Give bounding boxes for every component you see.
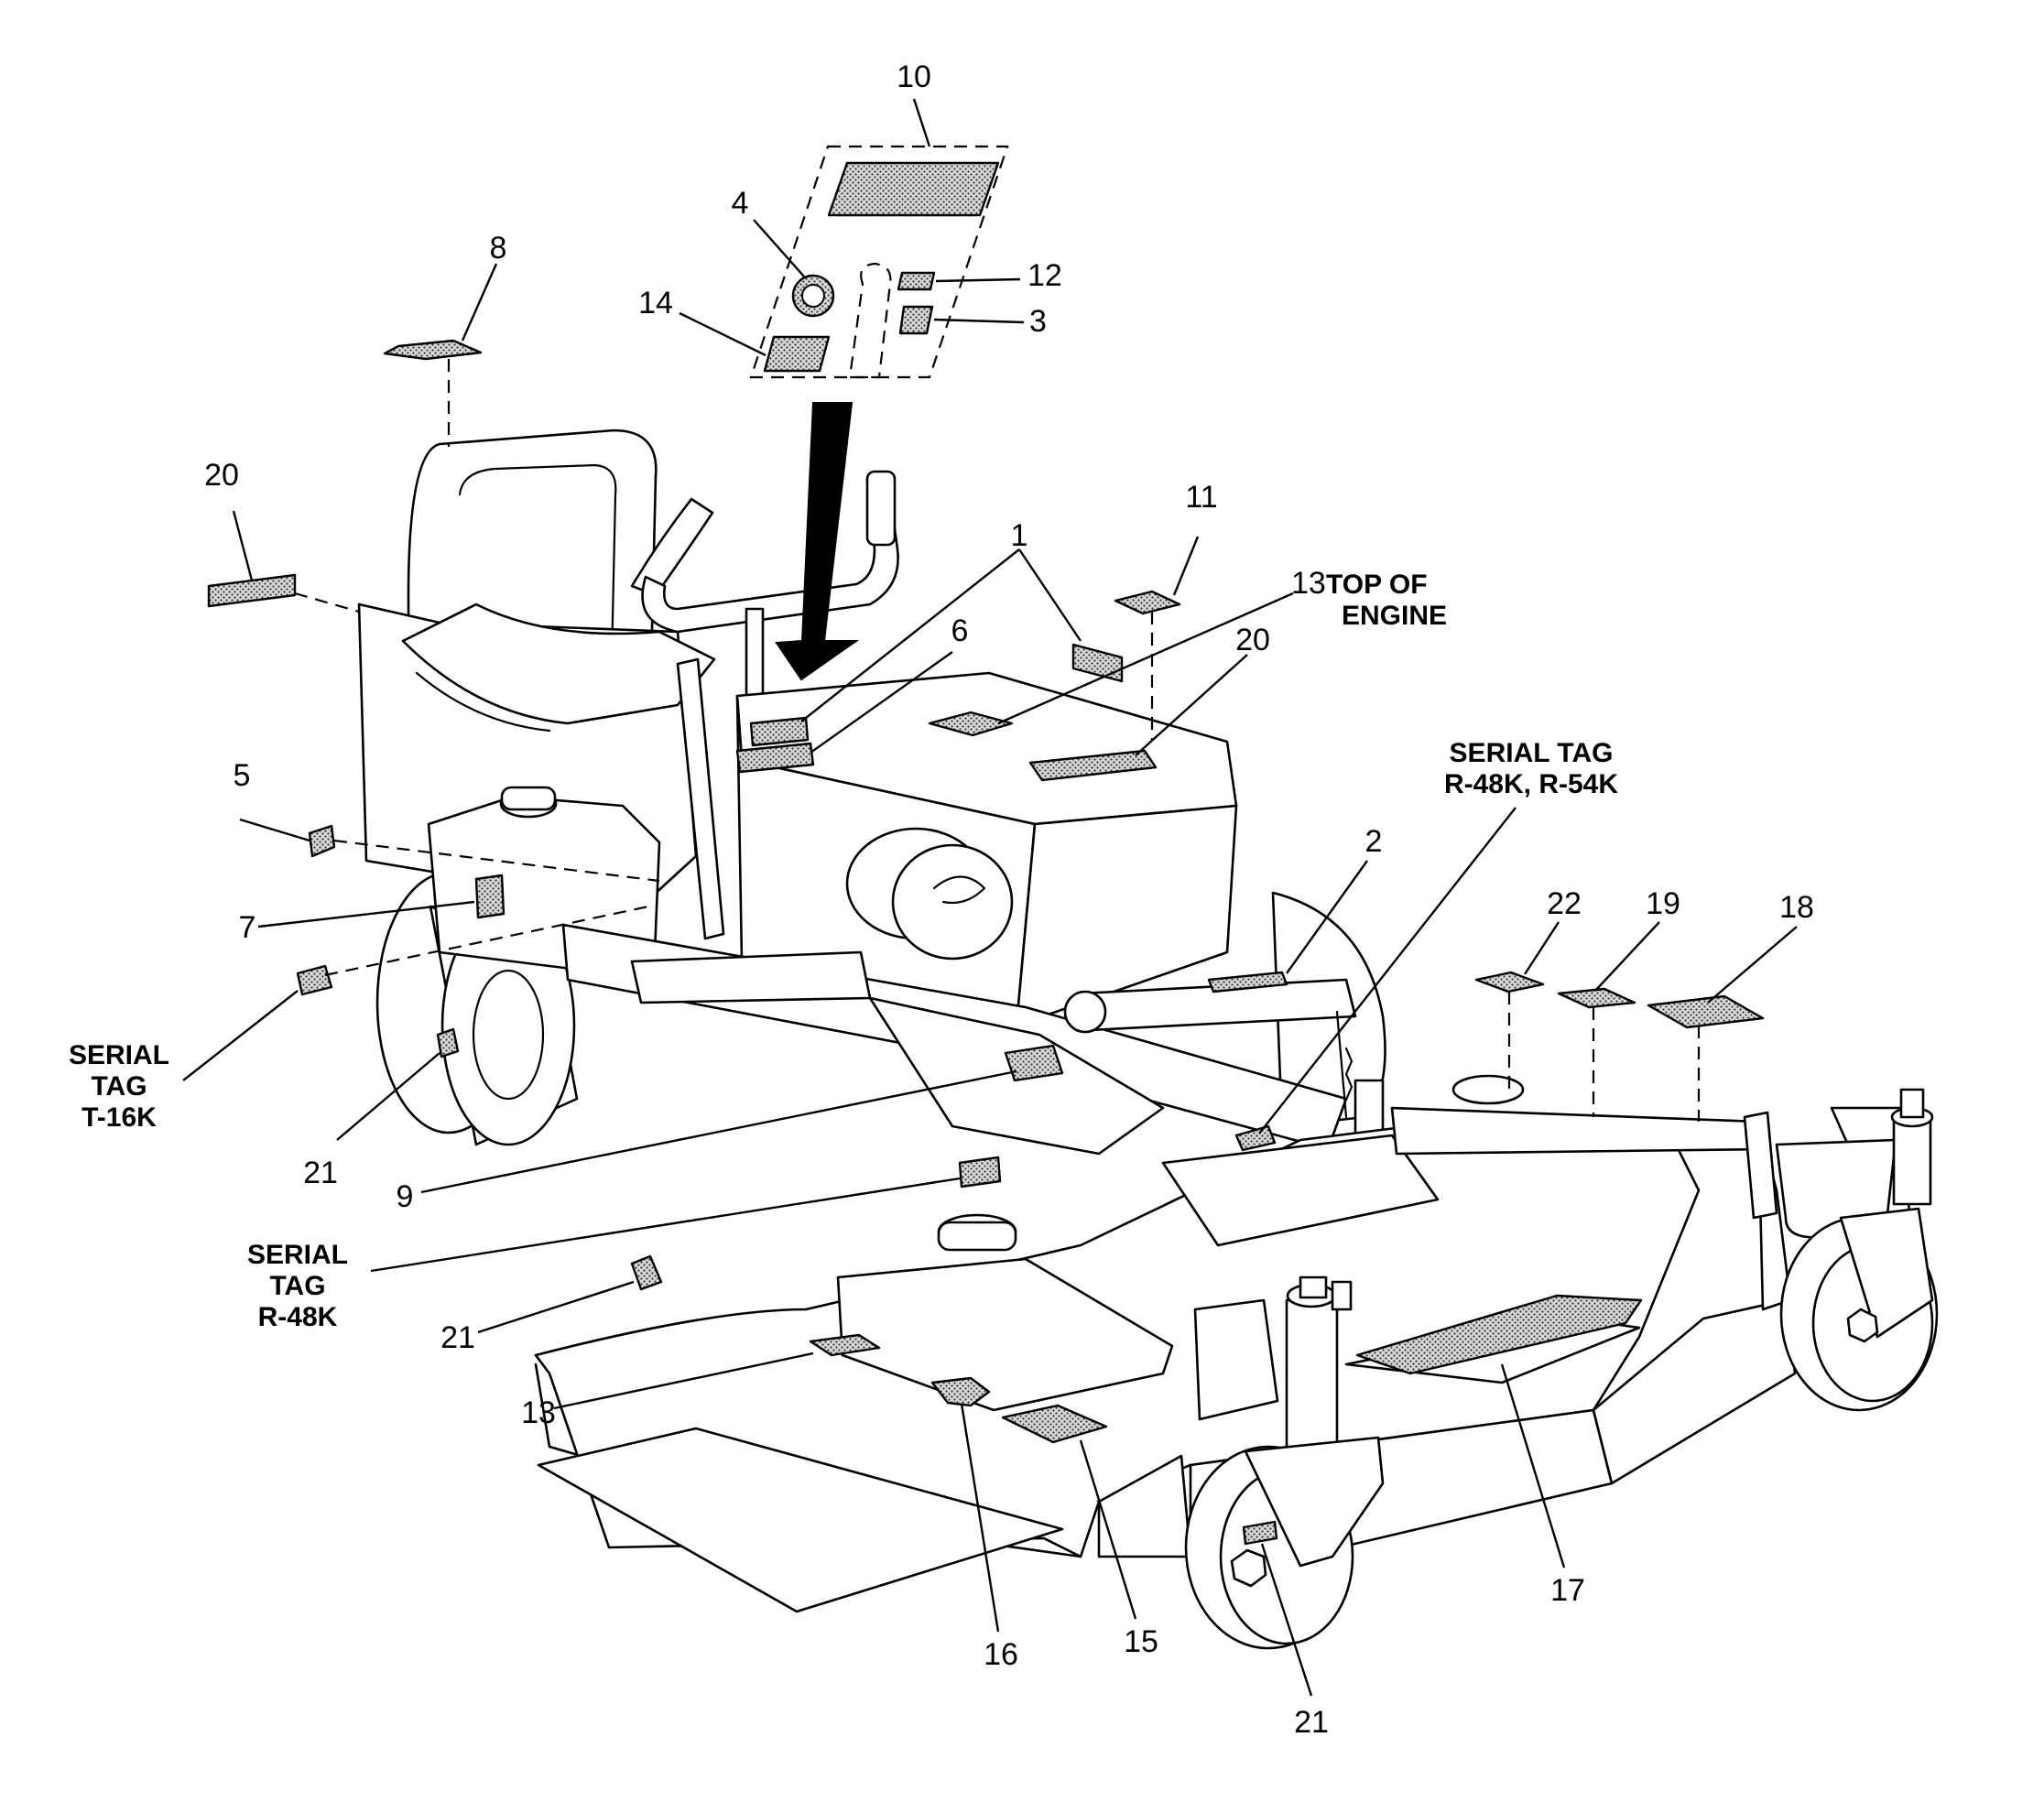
- callout-19: 19: [1646, 886, 1680, 921]
- front-left-caster-wheel: [1184, 1436, 1385, 1650]
- callout-16: 16: [984, 1637, 1018, 1672]
- callout-7: 7: [239, 910, 256, 945]
- decal-10: [827, 161, 1000, 217]
- callout-5: 5: [234, 758, 251, 793]
- callout-1: 1: [1011, 518, 1028, 553]
- decal-17: [1355, 1294, 1643, 1375]
- decal-15: [1001, 1404, 1108, 1444]
- mower-frame: [561, 923, 1385, 1156]
- decal-18: [1647, 994, 1765, 1029]
- callout-21-rear-tire: 21: [440, 1320, 475, 1355]
- label-serial-t16k-line2: TAG: [91, 1071, 147, 1102]
- callout-2: 2: [1365, 824, 1383, 859]
- decal-16: [930, 1376, 991, 1407]
- decal-20-engine: [1028, 749, 1158, 782]
- callout-13-deck: 13: [521, 1395, 556, 1430]
- decal-22: [1474, 971, 1545, 993]
- install-arrow: [775, 402, 860, 681]
- decal-6: [735, 742, 815, 774]
- mower-illustration: [357, 429, 1939, 1650]
- mower-deck: [534, 1074, 1934, 1613]
- callout-22: 22: [1547, 886, 1582, 921]
- callout-10: 10: [897, 60, 931, 94]
- decal-serial-r48k: [958, 1156, 1002, 1189]
- label-serial-r48k-r54k-line1: SERIAL TAG: [1450, 738, 1614, 768]
- callout-6: 6: [951, 613, 969, 648]
- front-right-caster-wheel: [1779, 1207, 1939, 1412]
- label-serial-r48k-line1: SERIAL: [247, 1240, 348, 1270]
- callout-3: 3: [1029, 304, 1047, 339]
- callout-15: 15: [1124, 1624, 1158, 1659]
- decal-1-side: [1071, 643, 1124, 683]
- decal-8: [383, 339, 483, 361]
- callout-17: 17: [1550, 1573, 1585, 1608]
- decal-21-left-tire: [436, 1027, 460, 1058]
- callout-11: 11: [1185, 480, 1217, 515]
- callout-20-seat: 20: [204, 458, 239, 493]
- callout-numbers: 10 4 12 3 14 8 20 11 1 6 13 20 2 22 19 1…: [204, 60, 1814, 1740]
- callout-18: 18: [1779, 890, 1814, 925]
- decal-9: [1004, 1044, 1064, 1082]
- label-serial-r48k-r54k-line2: R-48K, R-54K: [1444, 769, 1618, 799]
- decal-21-rear-tire: [630, 1254, 663, 1291]
- label-serial-r48k-line2: TAG: [269, 1271, 325, 1301]
- label-serial-r48k-line3: R-48K: [258, 1302, 338, 1332]
- callout-12: 12: [1027, 258, 1062, 293]
- callout-21-caster: 21: [1294, 1705, 1329, 1740]
- decal-7: [474, 874, 506, 919]
- decal-serial-t16k: [296, 964, 333, 996]
- decal-14: [763, 335, 831, 373]
- leader-lines: [182, 98, 1798, 1697]
- decal-19: [1557, 987, 1636, 1009]
- decal-12: [897, 271, 936, 291]
- callout-13-top: 13: [1291, 566, 1326, 601]
- control-panel-exploded: [749, 145, 1009, 681]
- callout-14: 14: [638, 286, 673, 320]
- label-serial-t16k-line3: T-16K: [82, 1102, 157, 1133]
- decal-13-deck: [809, 1333, 881, 1357]
- decal-serial-r48k-r54k: [1234, 1124, 1277, 1152]
- callout-8: 8: [490, 231, 507, 266]
- steering-levers: [630, 470, 899, 940]
- decal-20-seat: [207, 573, 297, 608]
- decal-5: [308, 824, 336, 858]
- callout-4: 4: [732, 186, 749, 221]
- decal-21-caster: [1242, 1520, 1278, 1546]
- decal-1-shroud: [749, 716, 810, 747]
- callout-20-engine: 20: [1235, 623, 1270, 657]
- decal-2: [1207, 971, 1288, 993]
- label-top-of-engine-line2: ENGINE: [1342, 601, 1447, 631]
- decal-13-top: [928, 711, 1014, 737]
- callout-21-left-tire: 21: [303, 1156, 338, 1190]
- label-top-of-engine-line1: TOP OF: [1326, 570, 1428, 600]
- callout-9: 9: [397, 1179, 414, 1214]
- fuel-tank: [427, 786, 661, 972]
- decal-3: [898, 305, 934, 335]
- engine-shroud: [735, 671, 1238, 1027]
- decal-11: [1114, 590, 1181, 615]
- text-labels: TOP OF ENGINE SERIAL TAG R-48K, R-54K SE…: [69, 570, 1618, 1332]
- label-serial-t16k-line1: SERIAL: [69, 1040, 169, 1070]
